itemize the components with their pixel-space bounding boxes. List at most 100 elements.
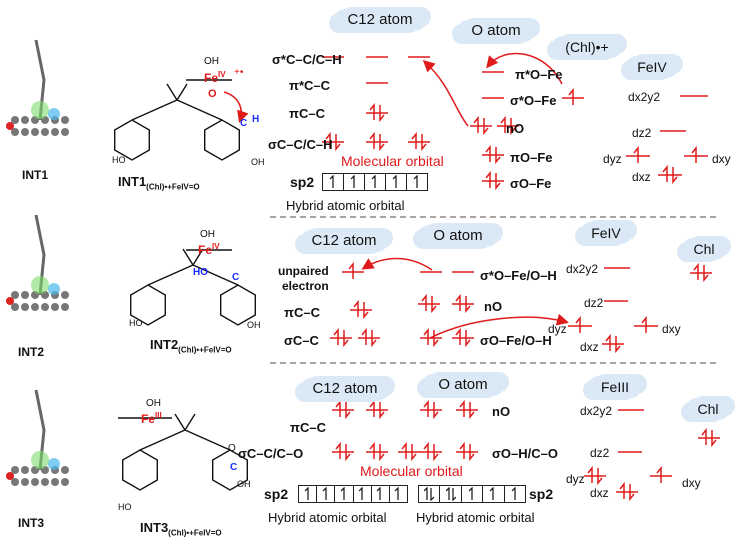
int3-label-sub: (Chl)•+FeIV=O	[168, 528, 222, 538]
p2-chl-spin-down	[703, 265, 709, 283]
int3-fe-oh: OH	[146, 398, 161, 409]
int3-thumb-oxygen	[6, 472, 14, 480]
int3-cloud-c12: C12 atom	[300, 378, 390, 400]
hyb3a-cell	[299, 486, 318, 502]
hyb3b-cell	[419, 486, 441, 502]
int1-thumb-atom	[31, 128, 39, 136]
p3-fe-yz-spin-down	[597, 468, 603, 486]
int1-mol-ring-left	[114, 119, 150, 161]
int1-fe-ox: IV	[218, 70, 226, 79]
int3-oh-right: OH	[237, 479, 251, 489]
int1-thumb-atom	[61, 116, 69, 124]
p3-chl-spin-down	[711, 430, 717, 448]
hyb1-cell	[365, 174, 386, 190]
int2-thumb-atom	[11, 291, 19, 299]
p3-c12-sig-a-spin-up	[335, 441, 341, 459]
int1-molecule-label: INT1(Chl)•+FeIV=O	[118, 174, 200, 192]
p3-fe-xz-spin-up	[619, 481, 625, 499]
p1-o-sig-spin-down	[495, 173, 501, 191]
int2-d-xz: dxz	[580, 340, 599, 354]
p1-c12-sig-c-spin-up	[411, 131, 417, 149]
int3-thumb-atom	[21, 478, 29, 486]
int2-oh-right: OH	[247, 320, 261, 330]
p1-fe-yz-spin-up	[633, 145, 639, 163]
p2-c12-sig-a-spin-up	[333, 327, 339, 345]
int3-mol-ring-right	[212, 449, 248, 491]
hyb1-cell	[344, 174, 365, 190]
p3-fe-yz-spin-up	[587, 465, 593, 483]
hyb3a-cell	[390, 486, 407, 502]
int3-d-x2y2: dx2y2	[580, 404, 613, 418]
int1-oh-right: OH	[251, 157, 265, 167]
int3-thumb-atom	[11, 478, 19, 486]
int2-ho-left: HO	[129, 318, 143, 328]
int2-label-main: INT2	[150, 337, 179, 352]
p3-c12-pi-b-spin-down	[379, 402, 385, 420]
int3-level-sigma-oh: σO–H/C–O	[492, 446, 558, 461]
int1-d-yz: dyz	[603, 152, 622, 166]
int2-unpaired-1: unpaired	[278, 264, 329, 278]
p2-o-no-b-spin-up	[455, 293, 461, 311]
int1-thumb-atom	[21, 128, 29, 136]
p1-chl-spin-up	[568, 87, 574, 105]
p2-arrow-o-to-c12	[361, 257, 433, 271]
int3-molecule-label: INT3(Chl)•+FeIV=O	[140, 520, 222, 538]
int3-d-z2: dz2	[590, 446, 610, 460]
p2-c12-sig-a-spin-down	[343, 330, 349, 348]
int1-d-xz: dxz	[632, 170, 651, 184]
int3-mol-bridge	[139, 429, 231, 451]
p3-c12-pi-b-spin-up	[369, 399, 375, 417]
int2-fe: FeIV	[198, 242, 220, 257]
int2-mol-ring-left	[130, 284, 166, 326]
p2-fe-xz-spin-down	[615, 336, 621, 354]
int2-molecule-label: INT2(Chl)•+FeIV=O	[150, 337, 232, 355]
int3-o-top: O	[228, 443, 236, 454]
int2-level-sigma: σC–C	[284, 333, 319, 348]
int2-thumb-atom	[11, 303, 19, 311]
int1-sp2: sp2	[290, 174, 315, 190]
p2-c12-sig-b-spin-down	[371, 330, 377, 348]
p1-fe-xy-spin-up	[691, 145, 697, 163]
p3-o-sig-b-spin-down	[469, 444, 475, 462]
p3-fe-xz-spin-down	[629, 484, 635, 502]
int2-cloud-fe: FeIV	[580, 222, 632, 244]
int1-cloud-o: O atom	[457, 20, 535, 42]
int1-fe-oh: OH	[204, 56, 219, 67]
int1-label-main: INT1	[118, 174, 147, 189]
hyb1-cell	[407, 174, 427, 190]
int3-mo-label: Molecular orbital	[360, 463, 463, 479]
hyb3a-cell	[372, 486, 390, 502]
int1-thumb-atom	[11, 128, 19, 136]
int1-level-pi: πC–C	[289, 106, 325, 121]
int3-hybrid-caption-right: Hybrid atomic orbital	[416, 510, 535, 525]
p1-o-no-b-spin-up	[500, 115, 506, 133]
int2-level-sigma-star: σ*O–Fe/O–H	[480, 268, 557, 283]
p1-c12-sig-b-spin-up	[369, 131, 375, 149]
int1-thumb-oxygen	[6, 122, 14, 130]
int1-fe: FeIV	[204, 70, 226, 85]
int1-d-xy: dxy	[712, 152, 731, 166]
int3-hybrid-caption-left: Hybrid atomic orbital	[268, 510, 387, 525]
p1-o-no-b-spin-down	[510, 118, 516, 136]
int2-d-xy: dxy	[662, 322, 681, 336]
p2-chl-spin-up	[693, 262, 699, 280]
hyb3a-cell	[317, 486, 336, 502]
int3-cloud-fe: FeIII	[588, 376, 642, 398]
int1-d-x2y2: dx2y2	[628, 90, 661, 104]
int2-mol-methyls	[182, 248, 204, 266]
hyb1-cell	[323, 174, 344, 190]
int1-fe-o: O	[208, 88, 217, 100]
p3-chl-spin-up	[701, 427, 707, 445]
int3-thumb-spin-density-2	[48, 458, 60, 470]
int1-level-no: nO	[506, 121, 525, 136]
int3-thumb-spin-density	[31, 451, 49, 469]
p3-o-no-b-spin-down	[469, 402, 475, 420]
int1-mo-label: Molecular orbital	[341, 153, 444, 169]
p2-o-sig-b-spin-down	[465, 330, 471, 348]
int3-thumb-atom	[51, 478, 59, 486]
int1-thumb-spin-density-2	[48, 108, 60, 120]
int1-structure-label: INT1	[22, 168, 49, 182]
int2-thumb-atom	[51, 303, 59, 311]
p1-arrow-chl-to-o	[486, 52, 563, 85]
